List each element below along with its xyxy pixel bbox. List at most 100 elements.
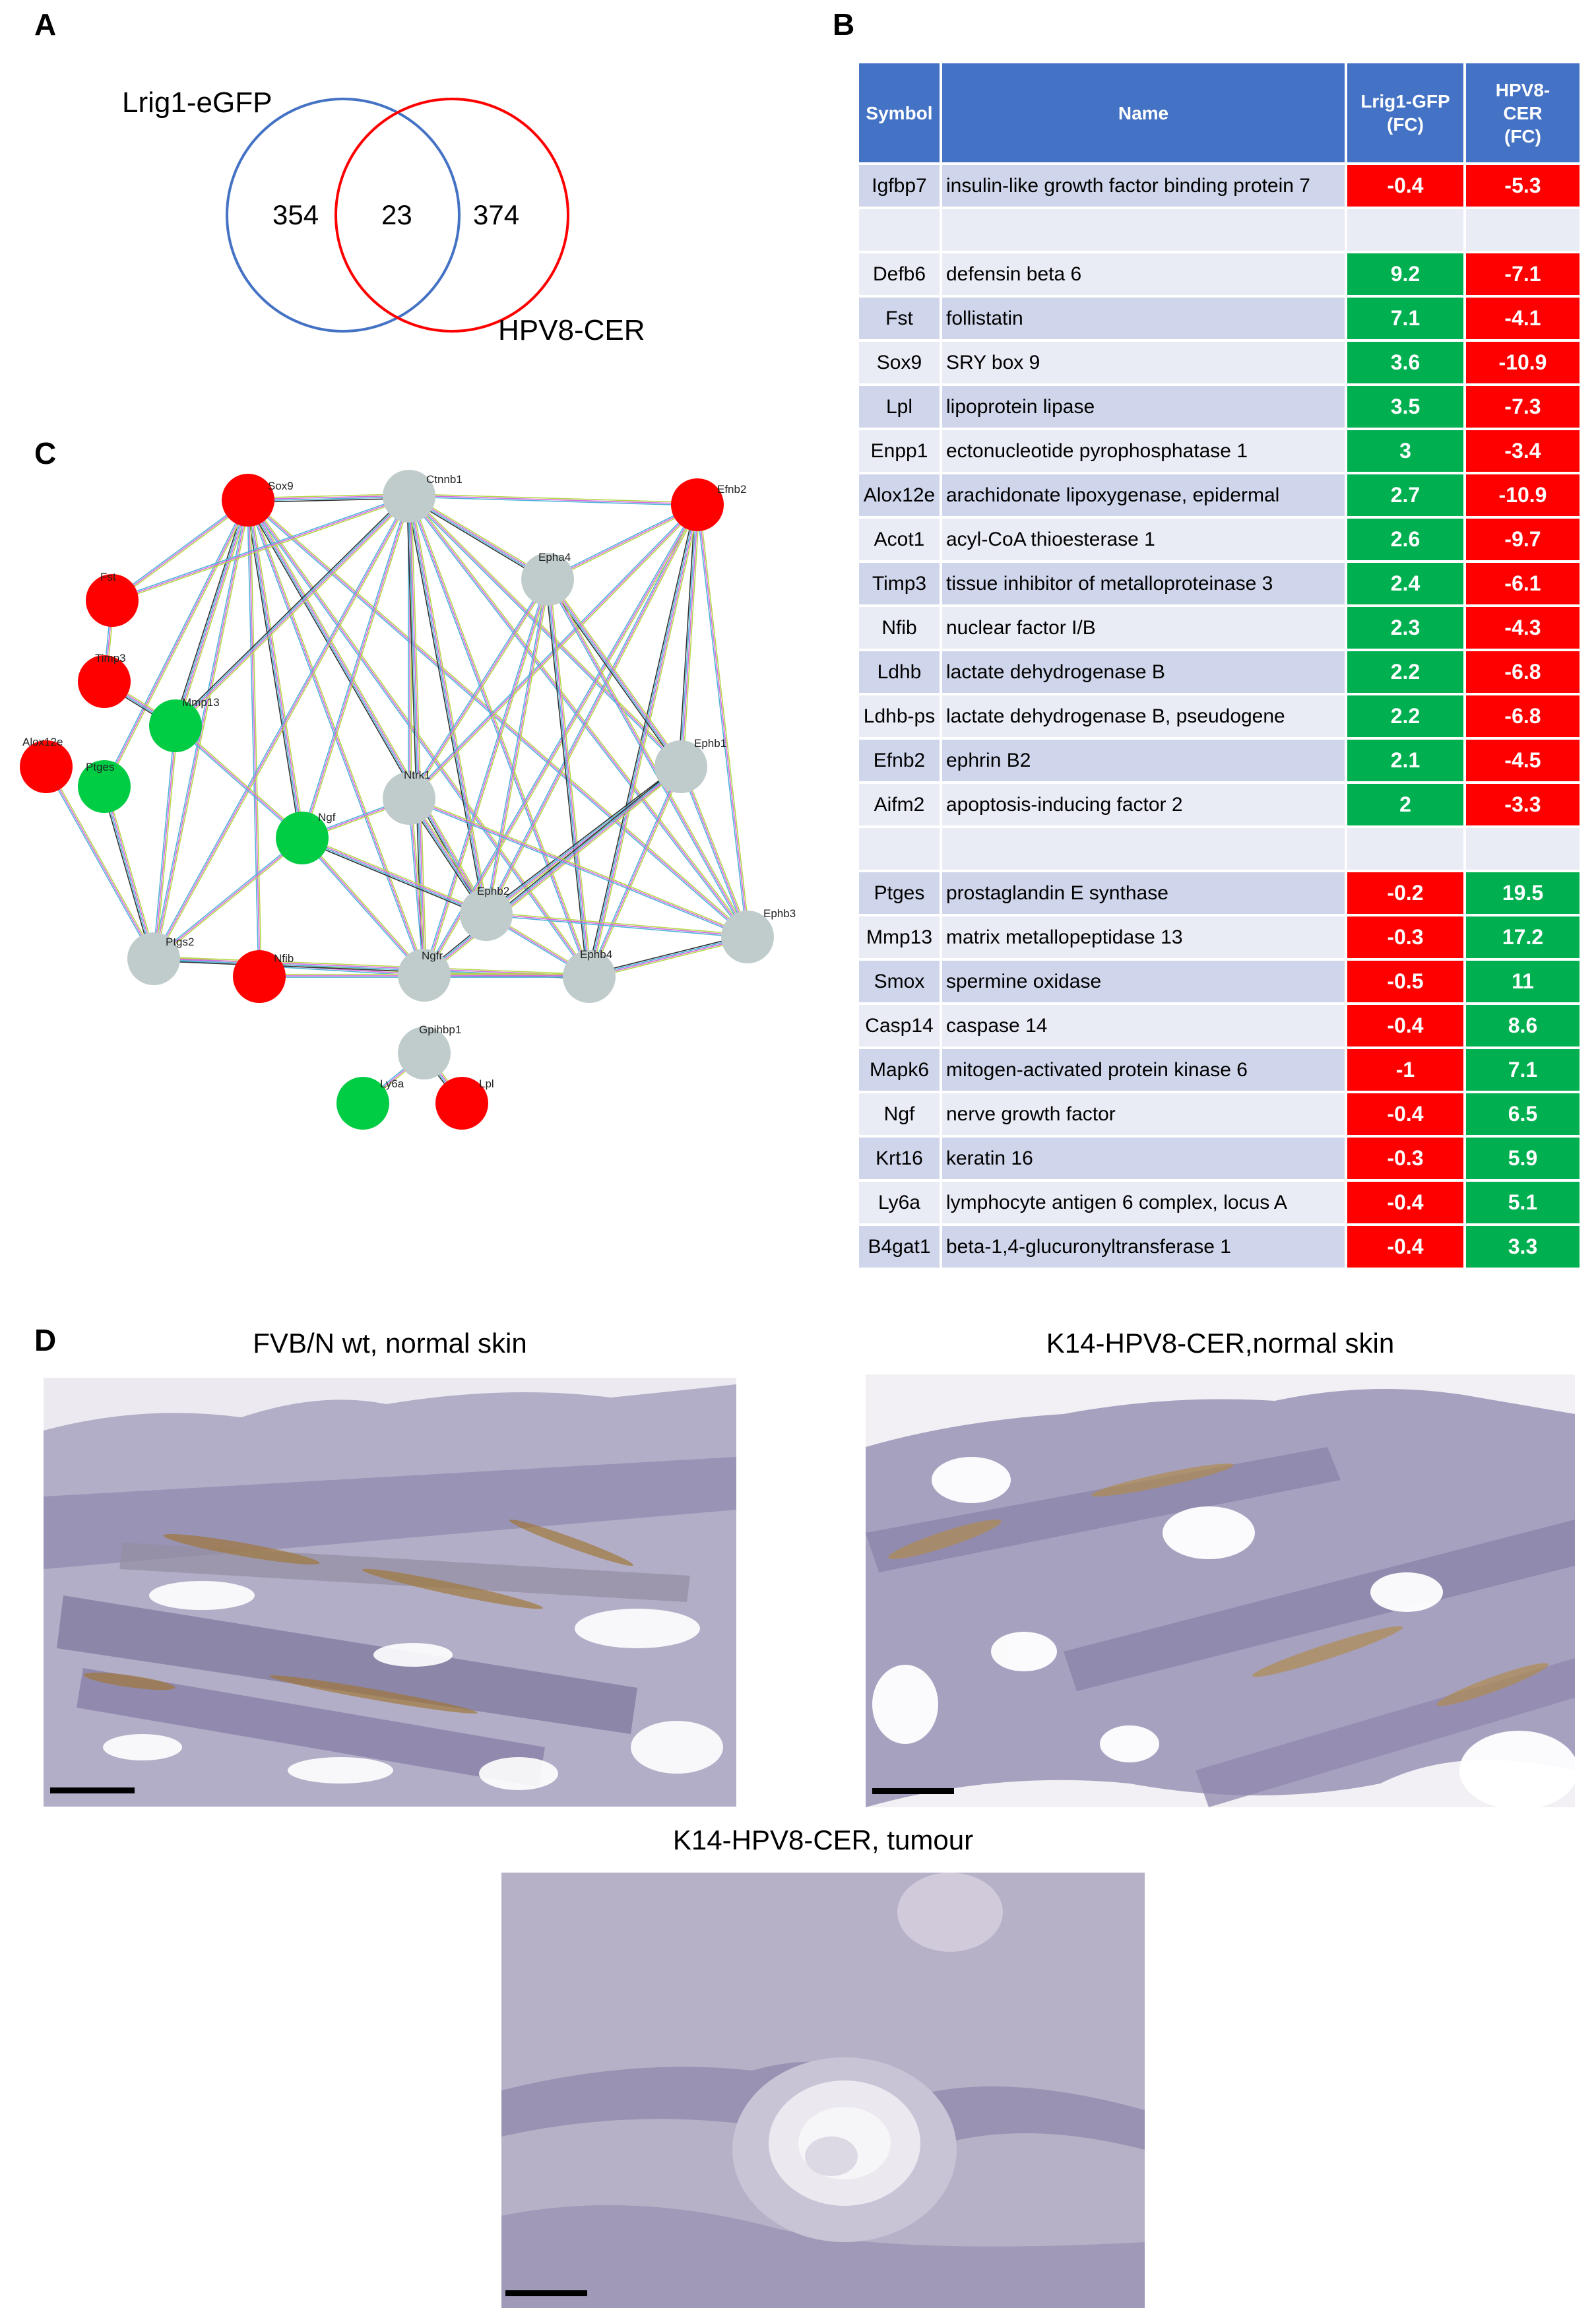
name-cell: ectonucleotide pyrophosphatase 1 [942,430,1345,472]
lrig1-fc-cell: 2.2 [1347,651,1463,693]
lrig1-fc-cell: 2.7 [1347,474,1463,516]
network-edge [422,764,683,978]
venn-diagram: Lrig1-eGFP HPV8-CER 354 23 374 [122,86,645,346]
network-node-label: Nfib [274,952,294,965]
network-node-ctnnb1 [383,470,435,523]
symbol-cell: B4gat1 [859,1226,940,1268]
header-hpv8-fc: HPV8- CER (FC) [1466,63,1580,162]
network-node-label: Ngf [318,811,336,823]
network-edge [407,494,550,582]
symbol-cell: Ptges [859,872,940,914]
network-node-ngfr [398,949,451,1002]
spacer-cell [1466,828,1580,870]
network-node-gpihbp1 [398,1027,451,1079]
lrig1-fc-cell: 2.4 [1347,563,1463,604]
symbol-cell: Aifm2 [859,784,940,825]
symbol-cell: Acot1 [859,519,940,560]
scale-bar [50,1787,135,1793]
hpv8-fc-cell: -4.1 [1466,298,1580,339]
hpv8-fc-cell: -7.3 [1466,386,1580,428]
network-edge [247,493,410,503]
hpv8-fc-cell: -4.5 [1466,740,1580,781]
network-node-label: Lpl [479,1078,494,1090]
network-node-ptges [78,760,131,813]
network-node-nfib [233,950,286,1003]
spacer-cell [942,828,1345,870]
hpv8-fc-cell: 7.1 [1466,1049,1580,1091]
hpv8-fc-cell: -7.1 [1466,253,1580,295]
lrig1-fc-cell: 2.6 [1347,519,1463,560]
lrig1-fc-cell: -0.4 [1347,1226,1463,1268]
symbol-cell: Sox9 [859,342,940,383]
network-node-label: Fst [100,571,116,583]
lrig1-fc-cell: 2.3 [1347,607,1463,649]
network-node-label: Ephb2 [477,885,509,897]
panel-label-d: D [34,1323,57,1357]
symbol-cell: Alox12e [859,474,940,516]
hpv8-fc-cell: -6.1 [1466,563,1580,604]
lrig1-fc-cell: -0.3 [1347,917,1463,958]
micrograph-hpv8-tumour [501,1873,1145,2308]
venn-circle-hpv8 [335,98,569,333]
hpv8-fc-cell: -9.7 [1466,519,1580,560]
network-edge [173,499,251,727]
name-cell: acyl-CoA thioesterase 1 [942,519,1345,560]
hpv8-fc-cell: 5.9 [1466,1138,1580,1179]
lrig1-fc-cell: -0.4 [1347,1093,1463,1135]
fold-change-table: Symbol Name Lrig1-GFP (FC) HPV8- CER (FC… [856,61,1582,1270]
lrig1-fc-cell: -0.5 [1347,961,1463,1002]
name-cell: lymphocyte antigen 6 complex, locus A [942,1182,1345,1223]
symbol-cell: Nfib [859,607,940,649]
network-edge [111,499,250,603]
name-cell: matrix metallopeptidase 13 [942,917,1345,958]
network-node-fst [86,574,139,627]
network-node-label: Ntrk1 [404,769,431,781]
symbol-cell: Igfbp7 [859,165,940,207]
network-edge [102,785,156,960]
network-edge [408,493,698,506]
panel-label-a: A [34,7,57,42]
header-name: Name [942,63,1345,162]
network-edge [152,496,412,960]
symbol-cell: Fst [859,298,940,339]
lrig1-fc-cell: -0.2 [1347,872,1463,914]
network-node-ly6a [336,1077,389,1130]
symbol-cell: Enpp1 [859,430,940,472]
network-node-label: Alox12e [22,736,63,748]
lrig1-fc-cell: -0.3 [1347,1138,1463,1179]
name-cell: nerve growth factor [942,1093,1345,1135]
network-node-label: Ptgs2 [166,936,194,948]
network-node-label: Ephb1 [694,737,726,750]
network-node-label: Ngfr [422,949,443,962]
symbol-cell: Defb6 [859,253,940,295]
network-node-mmp13 [149,699,202,752]
network-edge [301,496,412,839]
symbol-cell: Smox [859,961,940,1002]
hpv8-fc-cell: -5.3 [1466,165,1580,207]
network-edge [423,579,550,977]
micrograph-tumour-image [501,1873,1145,2308]
network-edge [247,498,750,938]
network-edge [247,499,263,977]
symbol-cell: Ldhb [859,651,940,693]
network-node-label: Efnb2 [717,483,746,496]
venn-count-hpv8-only: 374 [473,199,519,230]
hpv8-fc-cell: -6.8 [1466,651,1580,693]
network-edge [544,579,592,977]
network-node-ptgs2 [127,932,180,985]
network-edge [408,494,683,768]
name-cell: prostaglandin E synthase [942,872,1345,914]
network-edge [589,934,748,979]
